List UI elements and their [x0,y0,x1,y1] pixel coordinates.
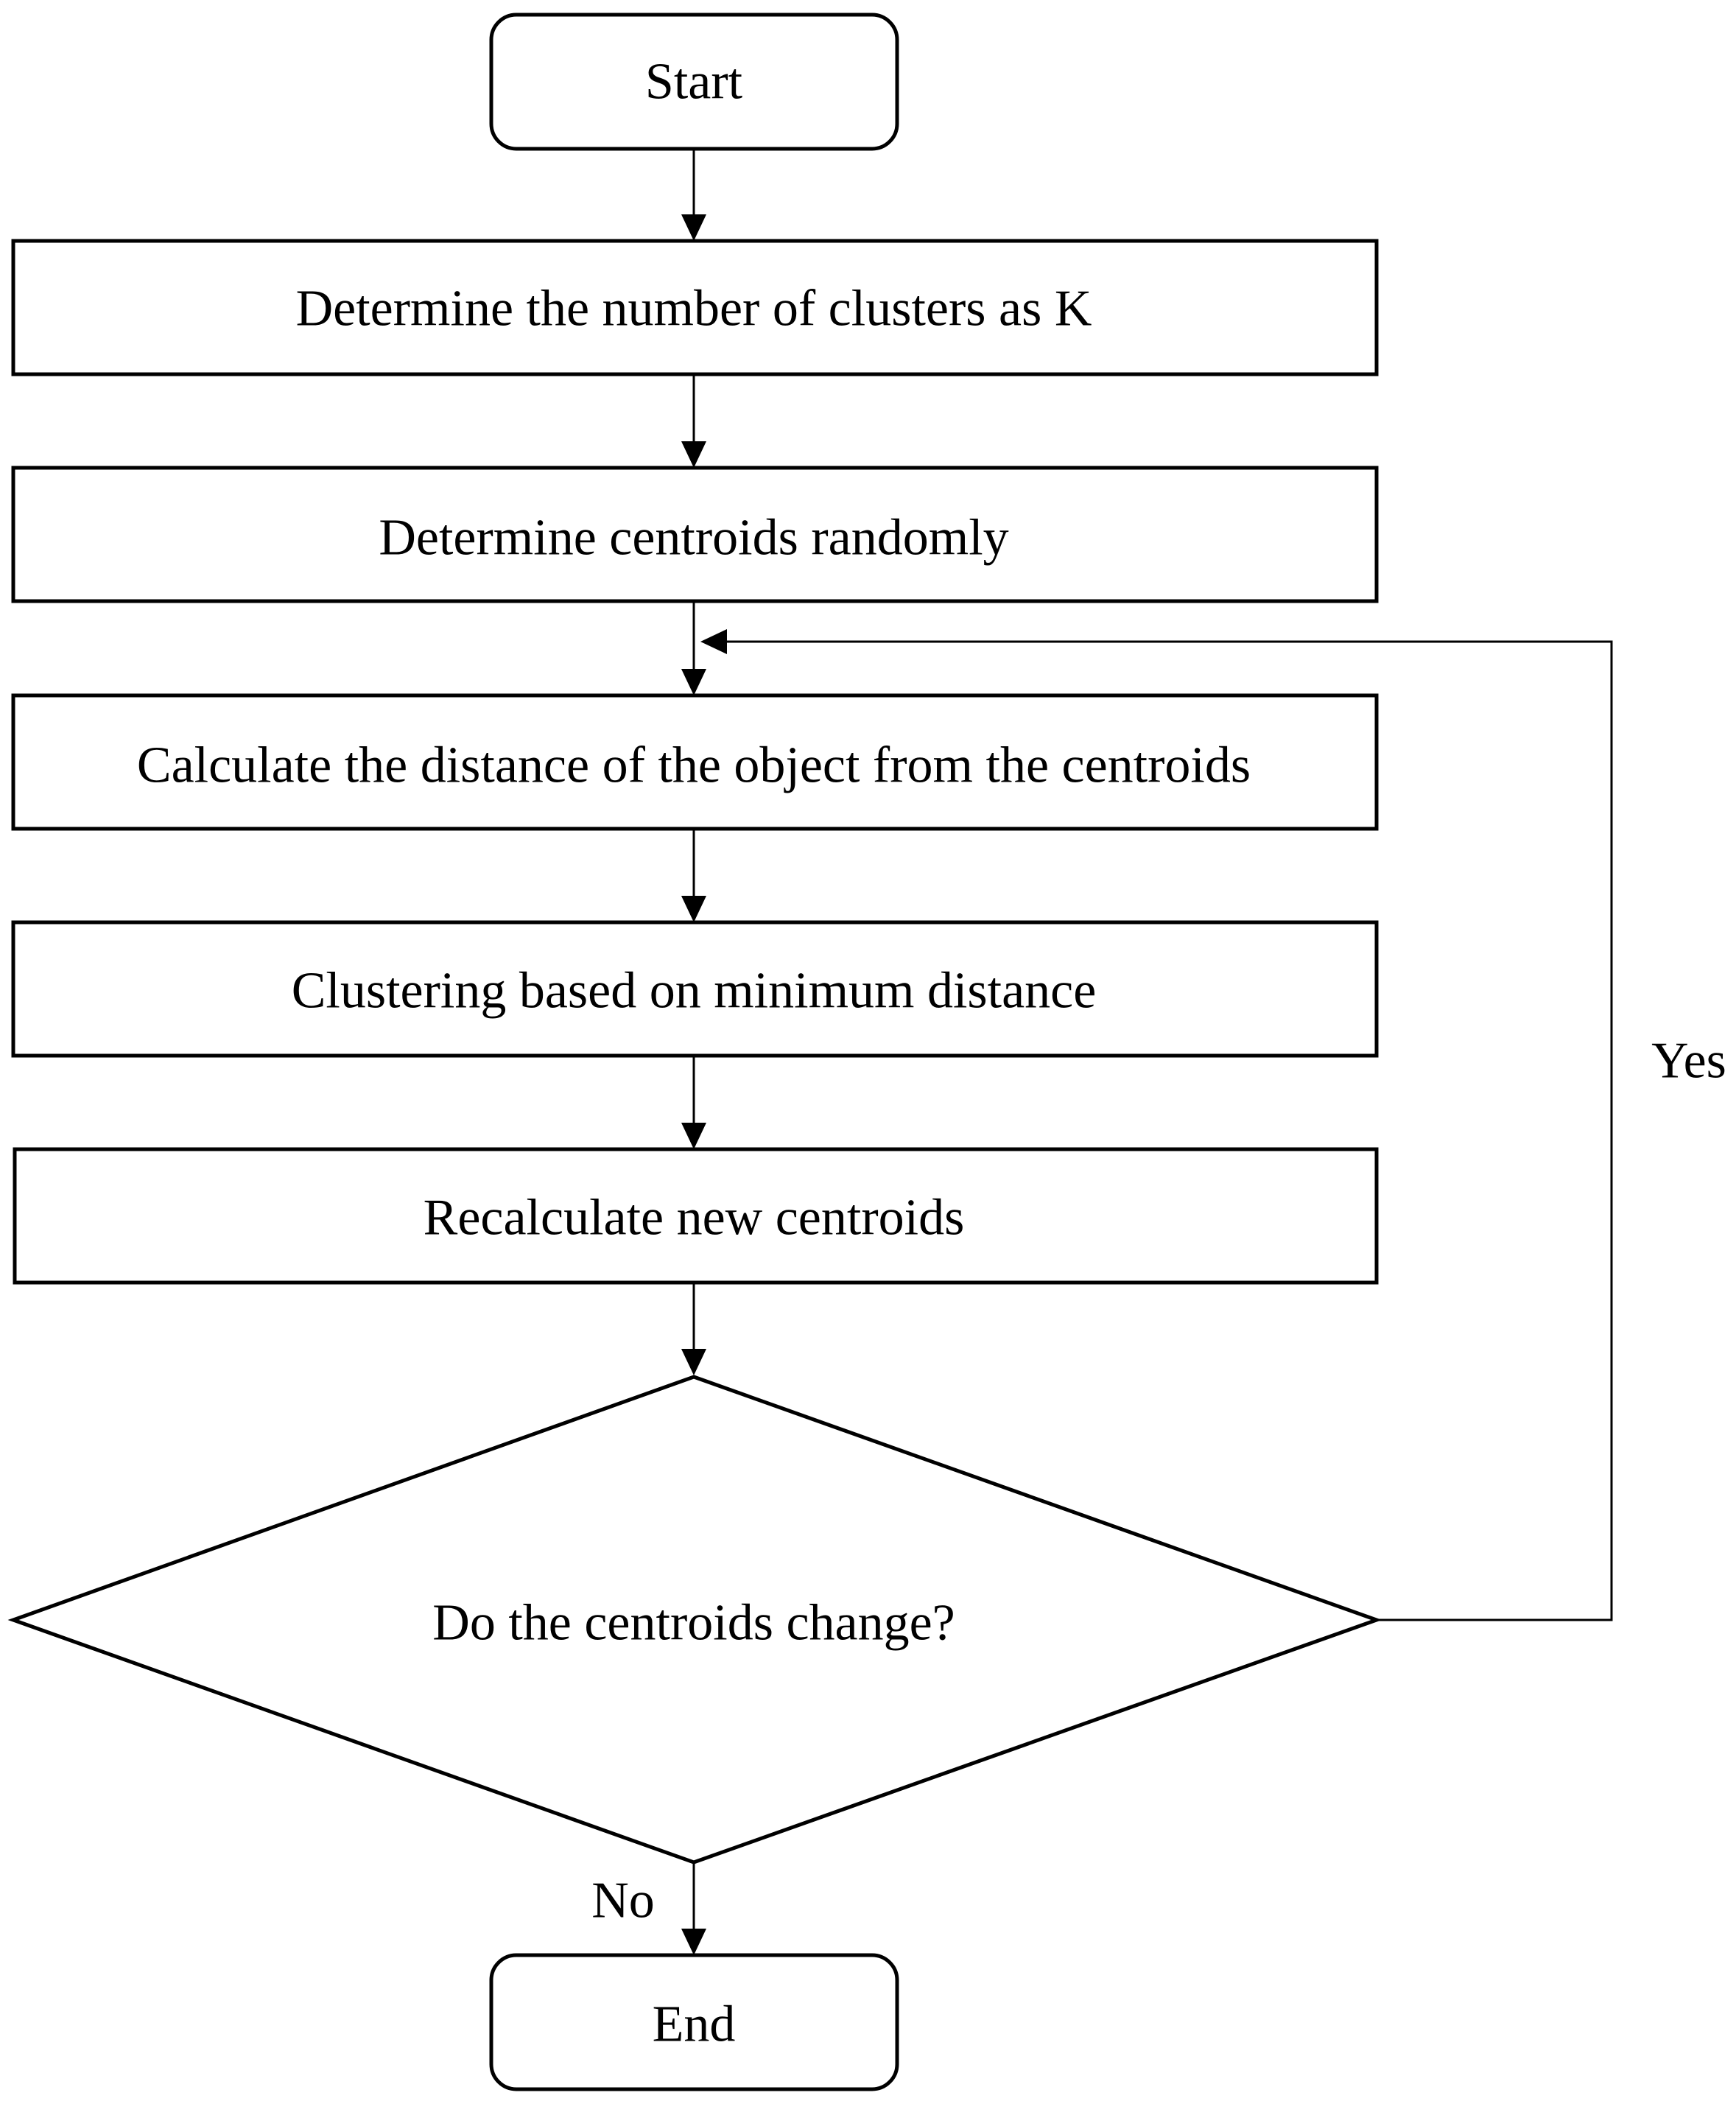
arrow-start-to-determine-k [681,150,706,241]
yes-edge-label: Yes [1651,1033,1726,1090]
recalculate-node: Recalculate new centroids [13,1147,1379,1285]
arrow-calculate-to-clustering [681,830,706,922]
determine-k-node-label: Determine the number of clusters as K [296,281,1092,337]
arrow-determine-k-to-centroids [681,376,706,468]
clustering-node-label: Clustering based on minimum distance [292,963,1097,1020]
decision-node: Do the centroids change? [7,1375,1382,1865]
determine-centroids-node: Determine centroids randomly [11,466,1379,603]
determine-centroids-node-label: Determine centroids randomly [379,510,1008,567]
end-node-label: End [653,1996,736,2053]
arrow-clustering-to-recalculate [681,1057,706,1149]
start-node-label: Start [645,54,743,111]
no-edge-label: No [591,1873,655,1929]
yes-loop-edge [700,629,1613,1621]
arrow-centroids-to-calculate [681,603,706,695]
arrow-recalculate-to-decision [681,1284,706,1375]
calculate-distance-node: Calculate the distance of the object fro… [11,693,1379,831]
start-node: Start [489,13,899,151]
determine-k-node: Determine the number of clusters as K [11,239,1379,376]
decision-node-label: Do the centroids change? [432,1595,955,1652]
recalculate-node-label: Recalculate new centroids [424,1190,965,1246]
clustering-node: Clustering based on minimum distance [11,920,1379,1058]
end-node: End [489,1953,899,2091]
calculate-distance-node-label: Calculate the distance of the object fro… [137,737,1251,794]
no-edge [681,1862,706,1955]
